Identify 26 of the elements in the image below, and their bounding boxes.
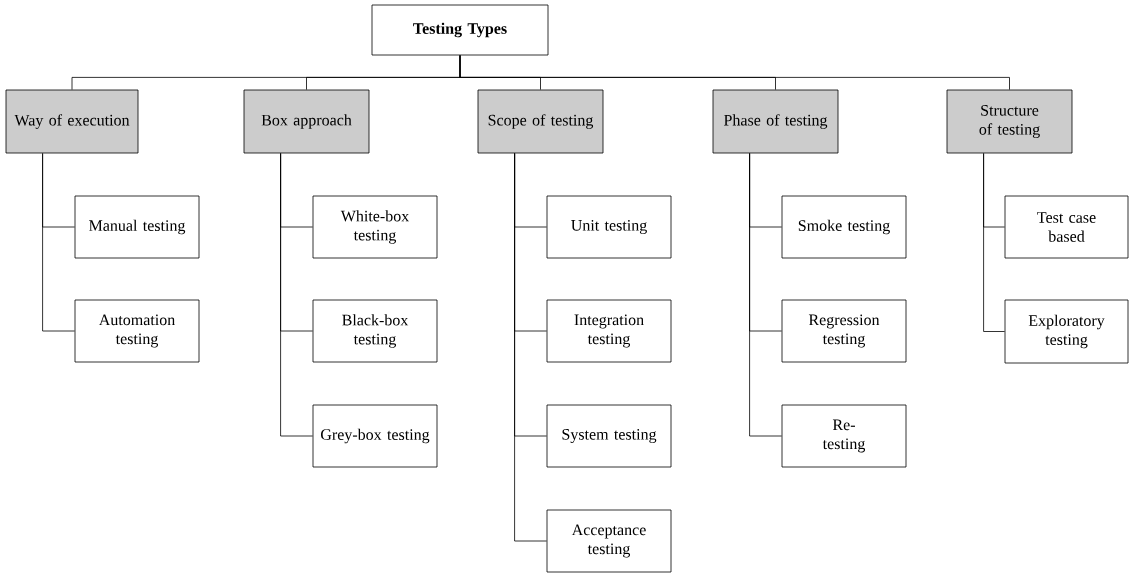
connector-line bbox=[42, 153, 75, 332]
type-box: White-box testing bbox=[312, 195, 438, 259]
connector-line bbox=[983, 153, 1005, 332]
type-box: Grey-box testing bbox=[312, 404, 438, 468]
category-box: Scope of testing bbox=[477, 89, 604, 154]
type-box: Acceptance testing bbox=[546, 509, 672, 573]
type-box: Test case based bbox=[1004, 195, 1129, 259]
type-box: Exploratory testing bbox=[1004, 299, 1129, 364]
type-box: Manual testing bbox=[74, 195, 200, 259]
connector-line bbox=[514, 153, 547, 542]
connector-line bbox=[280, 153, 313, 437]
category-box: Box approach bbox=[243, 89, 370, 154]
type-box: Re- testing bbox=[781, 404, 907, 468]
type-box: Automation testing bbox=[74, 299, 200, 363]
root-box: Testing Types bbox=[371, 4, 549, 56]
type-box: Unit testing bbox=[546, 195, 672, 259]
type-box: Regression testing bbox=[781, 299, 907, 363]
type-box: System testing bbox=[546, 404, 672, 468]
category-box: Phase of testing bbox=[712, 89, 839, 154]
type-box: Smoke testing bbox=[781, 195, 907, 259]
type-box: Black-box testing bbox=[312, 299, 438, 363]
connector-line bbox=[459, 55, 1010, 90]
category-box: Way of execution bbox=[5, 89, 139, 154]
connector-line bbox=[749, 153, 782, 437]
category-box: Structure of testing bbox=[946, 89, 1073, 154]
type-box: Integration testing bbox=[546, 299, 672, 363]
